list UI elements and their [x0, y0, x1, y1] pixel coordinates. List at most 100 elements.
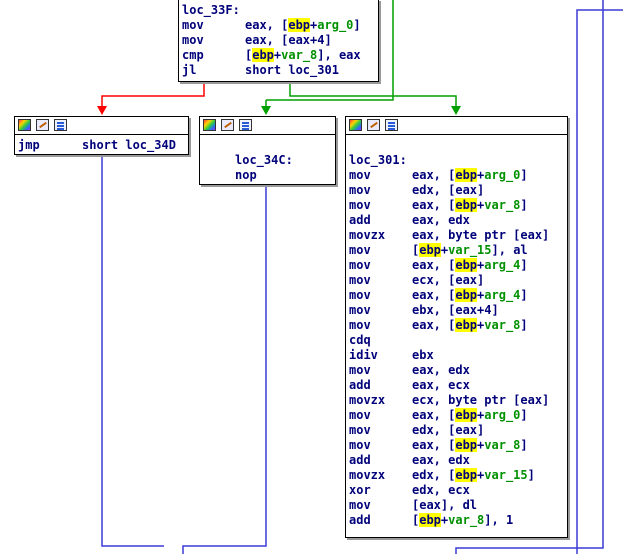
code-label[interactable]: loc_34C: [235, 153, 293, 167]
mnemonic[interactable]: mov [349, 423, 371, 437]
highlighted-register[interactable]: ebp [455, 258, 478, 272]
operands[interactable]: eax, edx [412, 363, 470, 377]
operands[interactable]: eax, [ebp+arg_0] [412, 408, 528, 422]
graph-icon[interactable] [239, 119, 252, 131]
mnemonic[interactable]: add [349, 513, 371, 527]
stack-variable[interactable]: var_15 [484, 468, 528, 482]
highlighted-register[interactable]: ebp [455, 468, 478, 482]
mnemonic[interactable]: mov [349, 408, 371, 422]
operands[interactable]: [eax], dl [412, 498, 478, 512]
mnemonic[interactable]: mov [349, 318, 371, 332]
mnemonic[interactable]: jl [182, 63, 197, 77]
operands[interactable]: edx, [eax] [412, 423, 485, 437]
operands[interactable]: edx, ecx [412, 483, 470, 497]
node-jmp-loc-34d[interactable]: jmp short loc_34D [14, 116, 189, 155]
stack-variable[interactable]: arg_0 [317, 18, 354, 32]
mnemonic[interactable]: mov [349, 498, 371, 512]
asm-line[interactable]: movzx eax, byte ptr [eax] [349, 228, 567, 243]
mnemonic[interactable]: cdq [349, 333, 371, 347]
operands[interactable]: [ebp+var_8], 1 [412, 513, 514, 527]
asm-line[interactable]: mov eax, [ebp+var_8] [349, 438, 567, 453]
operands[interactable]: ecx, byte ptr [eax] [412, 393, 550, 407]
asm-line[interactable]: jl short loc_301 [182, 63, 378, 78]
operands[interactable]: short loc_34D [82, 138, 176, 152]
mnemonic[interactable]: mov [182, 18, 204, 32]
asm-line[interactable]: loc_34C: [203, 153, 335, 168]
edit-icon[interactable] [36, 119, 49, 131]
stack-variable[interactable]: var_8 [484, 318, 521, 332]
asm-line[interactable]: mov eax, [ebp+var_8] [349, 198, 567, 213]
operands[interactable]: edx, [eax] [412, 183, 485, 197]
highlighted-register[interactable]: ebp [455, 168, 478, 182]
mnemonic[interactable]: movzx [349, 393, 386, 407]
operands[interactable]: eax, byte ptr [eax] [412, 228, 550, 242]
operands[interactable]: eax, [ebp+arg_0] [245, 18, 361, 32]
highlighted-register[interactable]: ebp [455, 288, 478, 302]
asm-line[interactable]: mov eax, [ebp+arg_0] [182, 18, 378, 33]
highlighted-register[interactable]: ebp [455, 198, 478, 212]
stack-variable[interactable]: var_8 [448, 513, 485, 527]
mnemonic[interactable]: add [349, 453, 371, 467]
asm-line[interactable]: mov eax, edx [349, 363, 567, 378]
mnemonic[interactable]: movzx [349, 468, 386, 482]
mnemonic[interactable]: xor [349, 483, 371, 497]
asm-line[interactable]: movzx ecx, byte ptr [eax] [349, 393, 567, 408]
mnemonic[interactable]: movzx [349, 228, 386, 242]
asm-line[interactable]: movzx edx, [ebp+var_15] [349, 468, 567, 483]
operands[interactable]: eax, [ebp+var_8] [412, 438, 528, 452]
mnemonic[interactable]: jmp [18, 138, 40, 152]
mnemonic[interactable]: nop [235, 168, 257, 182]
stack-variable[interactable]: var_8 [484, 438, 521, 452]
operands[interactable]: short loc_301 [245, 63, 339, 77]
mnemonic[interactable]: mov [349, 198, 371, 212]
stack-variable[interactable]: var_8 [484, 198, 521, 212]
mnemonic[interactable]: mov [349, 438, 371, 452]
stack-variable[interactable]: arg_0 [484, 168, 521, 182]
asm-line[interactable]: mov eax, [ebp+arg_0] [349, 408, 567, 423]
mnemonic[interactable]: add [349, 213, 371, 227]
stack-variable[interactable]: var_15 [448, 243, 492, 257]
operands[interactable]: eax, ecx [412, 378, 470, 392]
color-palette-icon[interactable] [349, 119, 362, 131]
mnemonic[interactable]: mov [349, 288, 371, 302]
highlighted-register[interactable]: ebp [419, 243, 441, 257]
asm-line[interactable] [349, 138, 567, 153]
asm-line[interactable]: mov edx, [eax] [349, 423, 567, 438]
operands[interactable]: eax, [eax+4] [245, 33, 332, 47]
color-palette-icon[interactable] [203, 119, 216, 131]
asm-line[interactable]: mov[ebp+var_15], al [349, 243, 567, 258]
code-label[interactable]: loc_301: [349, 153, 407, 167]
mnemonic[interactable]: mov [182, 33, 204, 47]
asm-line[interactable]: cmp[ebp+var_8], eax [182, 48, 378, 63]
operands[interactable]: eax, [ebp+var_8] [412, 318, 528, 332]
mnemonic[interactable]: idiv [349, 348, 378, 362]
operands[interactable]: eax, edx [412, 213, 470, 227]
mnemonic[interactable]: add [349, 378, 371, 392]
edit-icon[interactable] [367, 119, 380, 131]
asm-line[interactable]: add eax, edx [349, 213, 567, 228]
asm-line[interactable]: add eax, ecx [349, 378, 567, 393]
operands[interactable]: eax, edx [412, 453, 470, 467]
highlighted-register[interactable]: ebp [288, 18, 311, 32]
operands[interactable]: eax, [ebp+var_8] [412, 198, 528, 212]
operands[interactable]: ebx [412, 348, 434, 362]
asm-line[interactable]: cdq [349, 333, 567, 348]
asm-line[interactable]: mov eax, [ebp+var_8] [349, 318, 567, 333]
operands[interactable]: edx, [ebp+var_15] [412, 468, 535, 482]
operands[interactable]: ebx, [eax+4] [412, 303, 499, 317]
mnemonic[interactable]: mov [349, 303, 371, 317]
mnemonic[interactable]: mov [349, 258, 371, 272]
mnemonic[interactable]: mov [349, 363, 371, 377]
asm-line[interactable]: idiv ebx [349, 348, 567, 363]
color-palette-icon[interactable] [18, 119, 31, 131]
stack-variable[interactable]: arg_4 [484, 258, 521, 272]
asm-line[interactable]: mov [eax], dl [349, 498, 567, 513]
stack-variable[interactable]: arg_0 [484, 408, 521, 422]
